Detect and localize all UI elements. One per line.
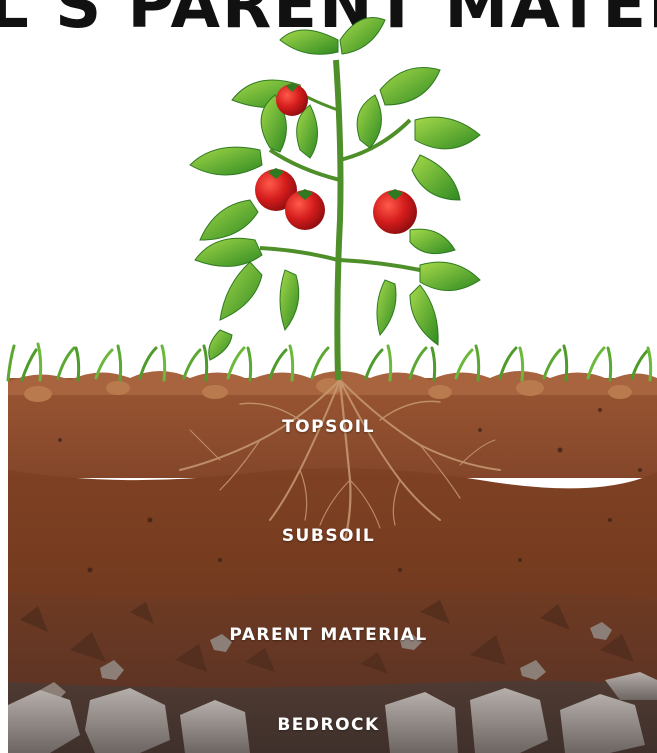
- tomato-plant-icon: [190, 18, 480, 381]
- layer-label-topsoil: TOPSOIL: [0, 417, 657, 437]
- layer-label-subsoil: SUBSOIL: [0, 526, 657, 546]
- tomato-icon: [373, 189, 417, 234]
- layer-label-parent-material: PARENT MATERIAL: [0, 625, 657, 645]
- layer-label-bedrock: BEDROCK: [0, 715, 657, 735]
